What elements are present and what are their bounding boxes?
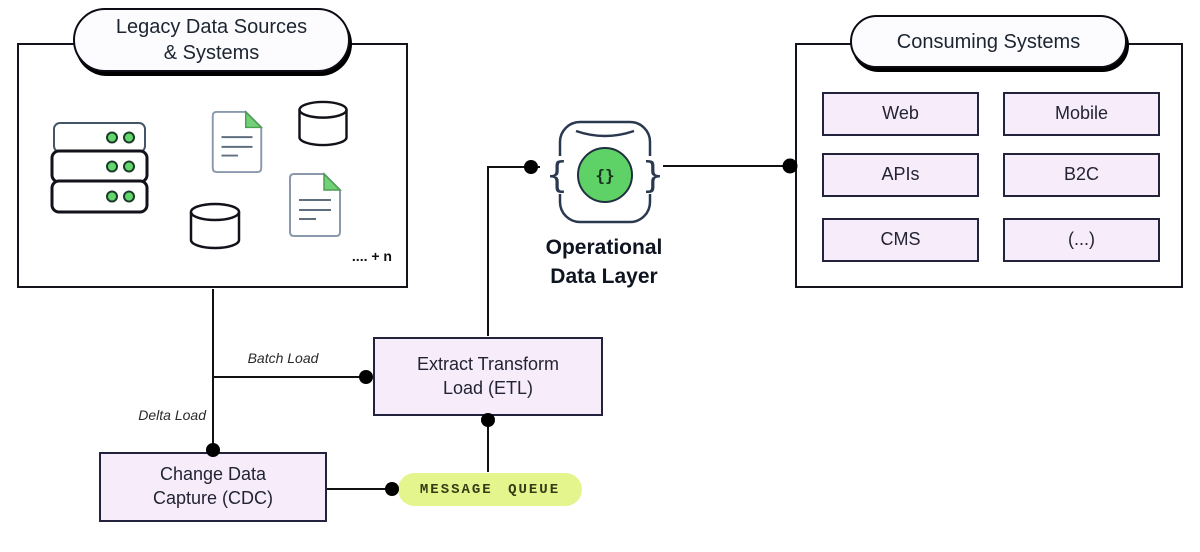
- cdc-label-line1: Change Data: [159, 464, 267, 485]
- delta-load-label: Delta Load: [138, 407, 206, 423]
- odl-title: Operational Data Layer: [504, 233, 704, 292]
- cdc-node: Change Data Capture (CDC): [99, 452, 327, 522]
- document-icon: [289, 172, 342, 237]
- braces-glyph: {}: [595, 166, 614, 185]
- consuming-item-other: (...): [1003, 218, 1160, 262]
- legacy-title-line2: & Systems: [163, 42, 260, 64]
- consuming-item-mobile: Mobile: [1003, 92, 1160, 136]
- consuming-item-apis: APIs: [822, 153, 979, 197]
- right-brace-glyph: }: [642, 155, 665, 196]
- message-queue-node: MESSAGE QUEUE: [398, 473, 582, 506]
- consuming-title-text: Consuming Systems: [896, 30, 1081, 53]
- consuming-item-b2c: B2C: [1003, 153, 1160, 197]
- endpoint-dot: [385, 482, 399, 496]
- cdc-label-line2: Capture (CDC): [152, 488, 274, 508]
- endpoint-dot: [524, 160, 538, 174]
- endpoint-dot: [359, 370, 373, 384]
- database-icon: [298, 100, 348, 147]
- server-stack-icon: [50, 122, 149, 214]
- consuming-item-cms: CMS: [822, 218, 979, 262]
- code-braces-icon: { } {}: [546, 120, 665, 224]
- odl-title-line2: Data Layer: [550, 265, 658, 289]
- document-icon: [211, 110, 263, 174]
- consuming-systems-title: Consuming Systems: [850, 15, 1127, 68]
- batch-load-label: Batch Load: [247, 350, 319, 366]
- odl-title-line1: Operational: [545, 236, 663, 259]
- left-brace-glyph: {: [546, 155, 569, 196]
- legacy-title-line1: Legacy Data Sources: [115, 16, 308, 38]
- etl-node: Extract Transform Load (ETL): [373, 337, 603, 416]
- database-icon: [189, 202, 241, 250]
- etl-label-line2: Load (ETL): [442, 377, 534, 398]
- legacy-sources-title: Legacy Data Sources & Systems: [73, 8, 350, 72]
- more-sources-label: .... + n: [351, 248, 392, 264]
- consuming-item-web: Web: [822, 92, 979, 136]
- etl-label-line1: Extract Transform: [416, 353, 560, 374]
